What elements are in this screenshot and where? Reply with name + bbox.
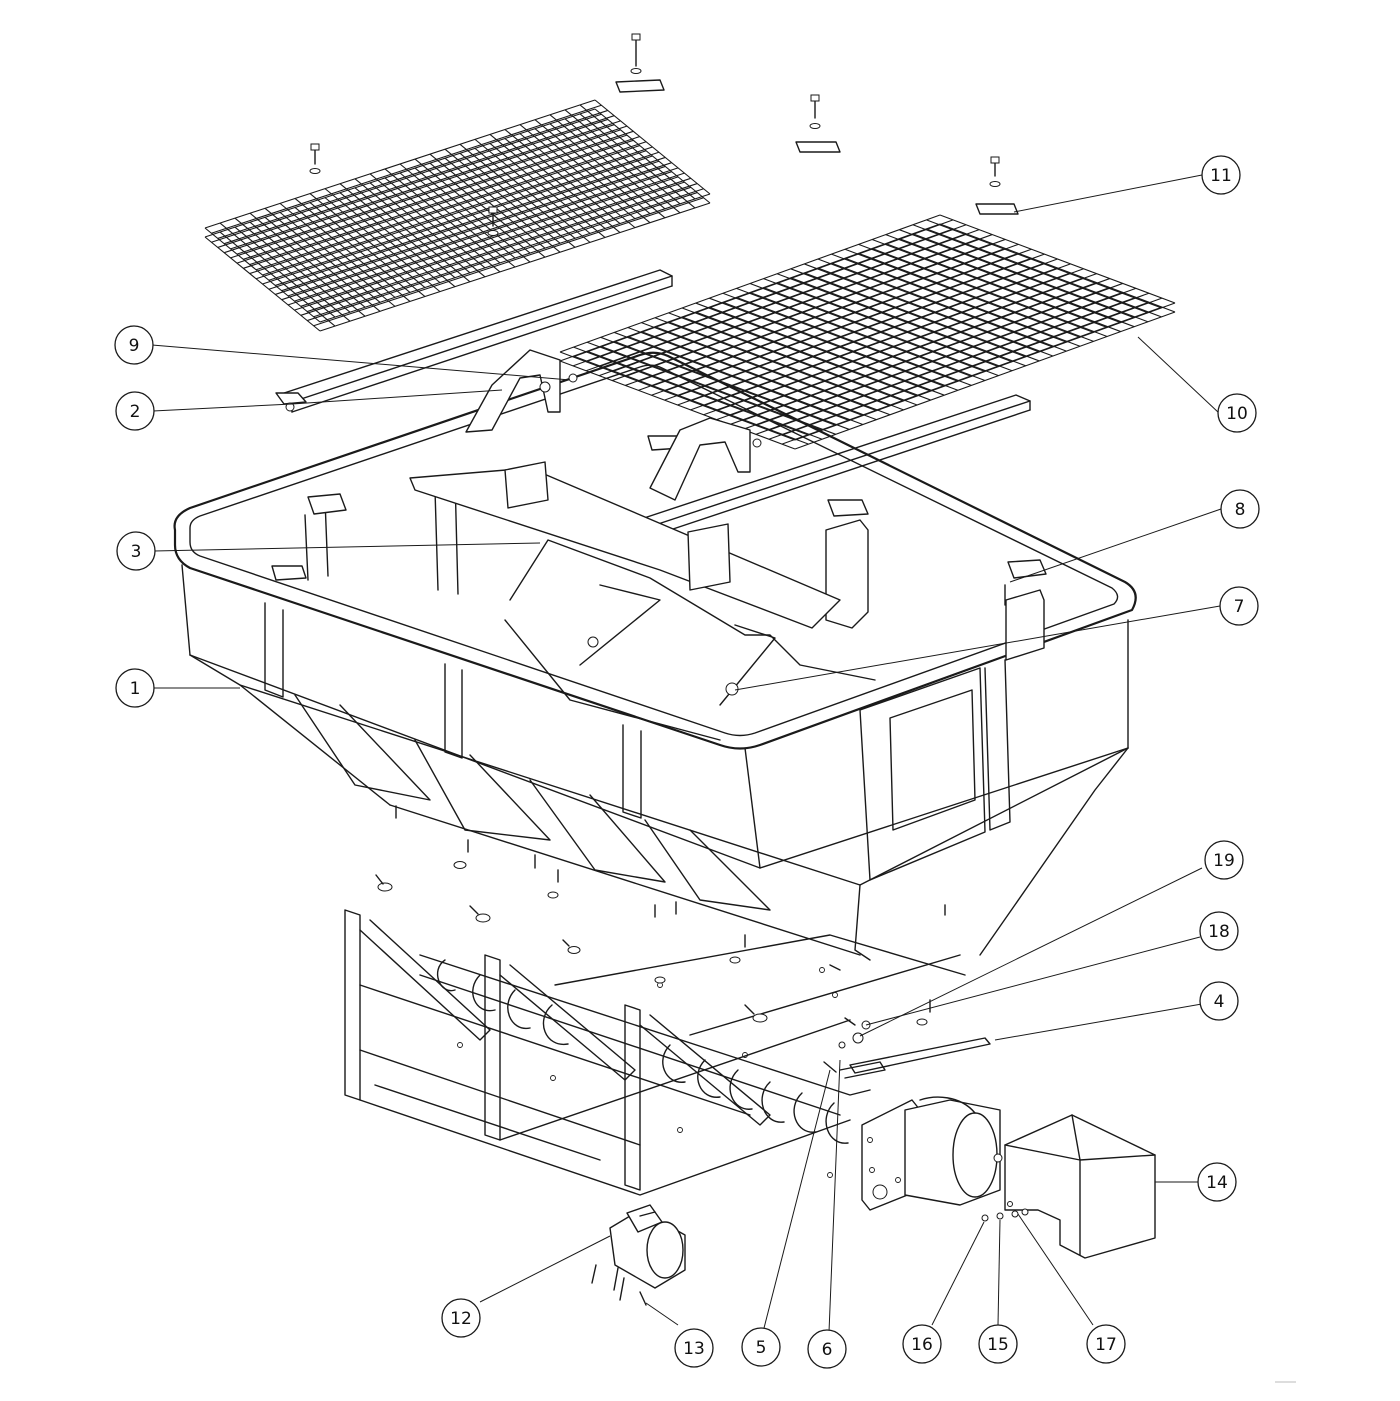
callout-circle: [1217, 393, 1257, 433]
callout-label: 10: [1226, 404, 1248, 424]
callout-circle: [115, 391, 155, 431]
callout-circle: [1204, 840, 1244, 880]
callout-label: 11: [1210, 166, 1232, 186]
callout-circle: [1201, 155, 1241, 195]
chain-adjust-bar: [823, 1017, 991, 1079]
callout-label: 19: [1213, 851, 1235, 871]
cross-bar-left: [275, 269, 673, 413]
callout-15: 15: [978, 1324, 1018, 1364]
grate-left: [204, 99, 711, 332]
callout-5: 5: [741, 1327, 781, 1367]
callout-circle: [1086, 1324, 1126, 1364]
callout-16: 16: [902, 1324, 942, 1364]
loose-hardware: [375, 805, 946, 1026]
callout-label: 14: [1206, 1173, 1228, 1193]
callout-label: 16: [911, 1335, 933, 1355]
callout-9: 9: [114, 325, 154, 365]
callout-label: 18: [1208, 922, 1230, 942]
callout-17: 17: [1086, 1324, 1126, 1364]
callout-19: 19: [1204, 840, 1244, 880]
spinner-brackets: [465, 349, 762, 501]
callout-10: 10: [1217, 393, 1257, 433]
motor: [591, 1204, 686, 1306]
callout-label: 17: [1095, 1335, 1117, 1355]
callout-label: 6: [822, 1340, 833, 1360]
callout-label: 7: [1234, 597, 1245, 617]
callout-label: 15: [987, 1335, 1009, 1355]
callout-circle: [115, 668, 155, 708]
callout-circle: [114, 325, 154, 365]
callout-7: 7: [1219, 586, 1259, 626]
grate-right: [559, 214, 1176, 450]
callout-3: 3: [116, 531, 156, 571]
callout-circle: [1219, 586, 1259, 626]
callout-12: 12: [441, 1298, 481, 1338]
callout-circle: [902, 1324, 942, 1364]
callout-label: 4: [1214, 992, 1225, 1012]
callout-circle: [1197, 1162, 1237, 1202]
callout-circle: [1199, 911, 1239, 951]
callout-label: 8: [1235, 500, 1246, 520]
auger-frame: [344, 909, 966, 1196]
leader-lines: [151, 174, 1222, 1333]
callout-circle: [116, 531, 156, 571]
callout-8: 8: [1220, 489, 1260, 529]
callout-2: 2: [115, 391, 155, 431]
callout-circle: [807, 1329, 847, 1369]
callout-circle: [1220, 489, 1260, 529]
callout-18: 18: [1199, 911, 1239, 951]
callout-6: 6: [807, 1329, 847, 1369]
callout-circle: [1199, 981, 1239, 1021]
callout-label: 3: [131, 542, 142, 562]
callout-label: 13: [683, 1339, 705, 1359]
callout-circle: [674, 1328, 714, 1368]
callout-label: 2: [130, 402, 141, 422]
callout-label: 12: [450, 1309, 472, 1329]
callout-1: 1: [115, 668, 155, 708]
hopper-body: [173, 351, 1137, 961]
callout-4: 4: [1199, 981, 1239, 1021]
callout-label: 9: [129, 336, 140, 356]
callout-label: 1: [130, 679, 141, 699]
callout-14: 14: [1197, 1162, 1237, 1202]
callout-13: 13: [674, 1328, 714, 1368]
callout-circle: [441, 1298, 481, 1338]
callout-label: 5: [756, 1338, 767, 1358]
grate-hardware: [309, 33, 1019, 236]
callout-11: 11: [1201, 155, 1241, 195]
callout-circle: [741, 1327, 781, 1367]
callout-circle: [978, 1324, 1018, 1364]
drive-assembly: [861, 1096, 1156, 1259]
